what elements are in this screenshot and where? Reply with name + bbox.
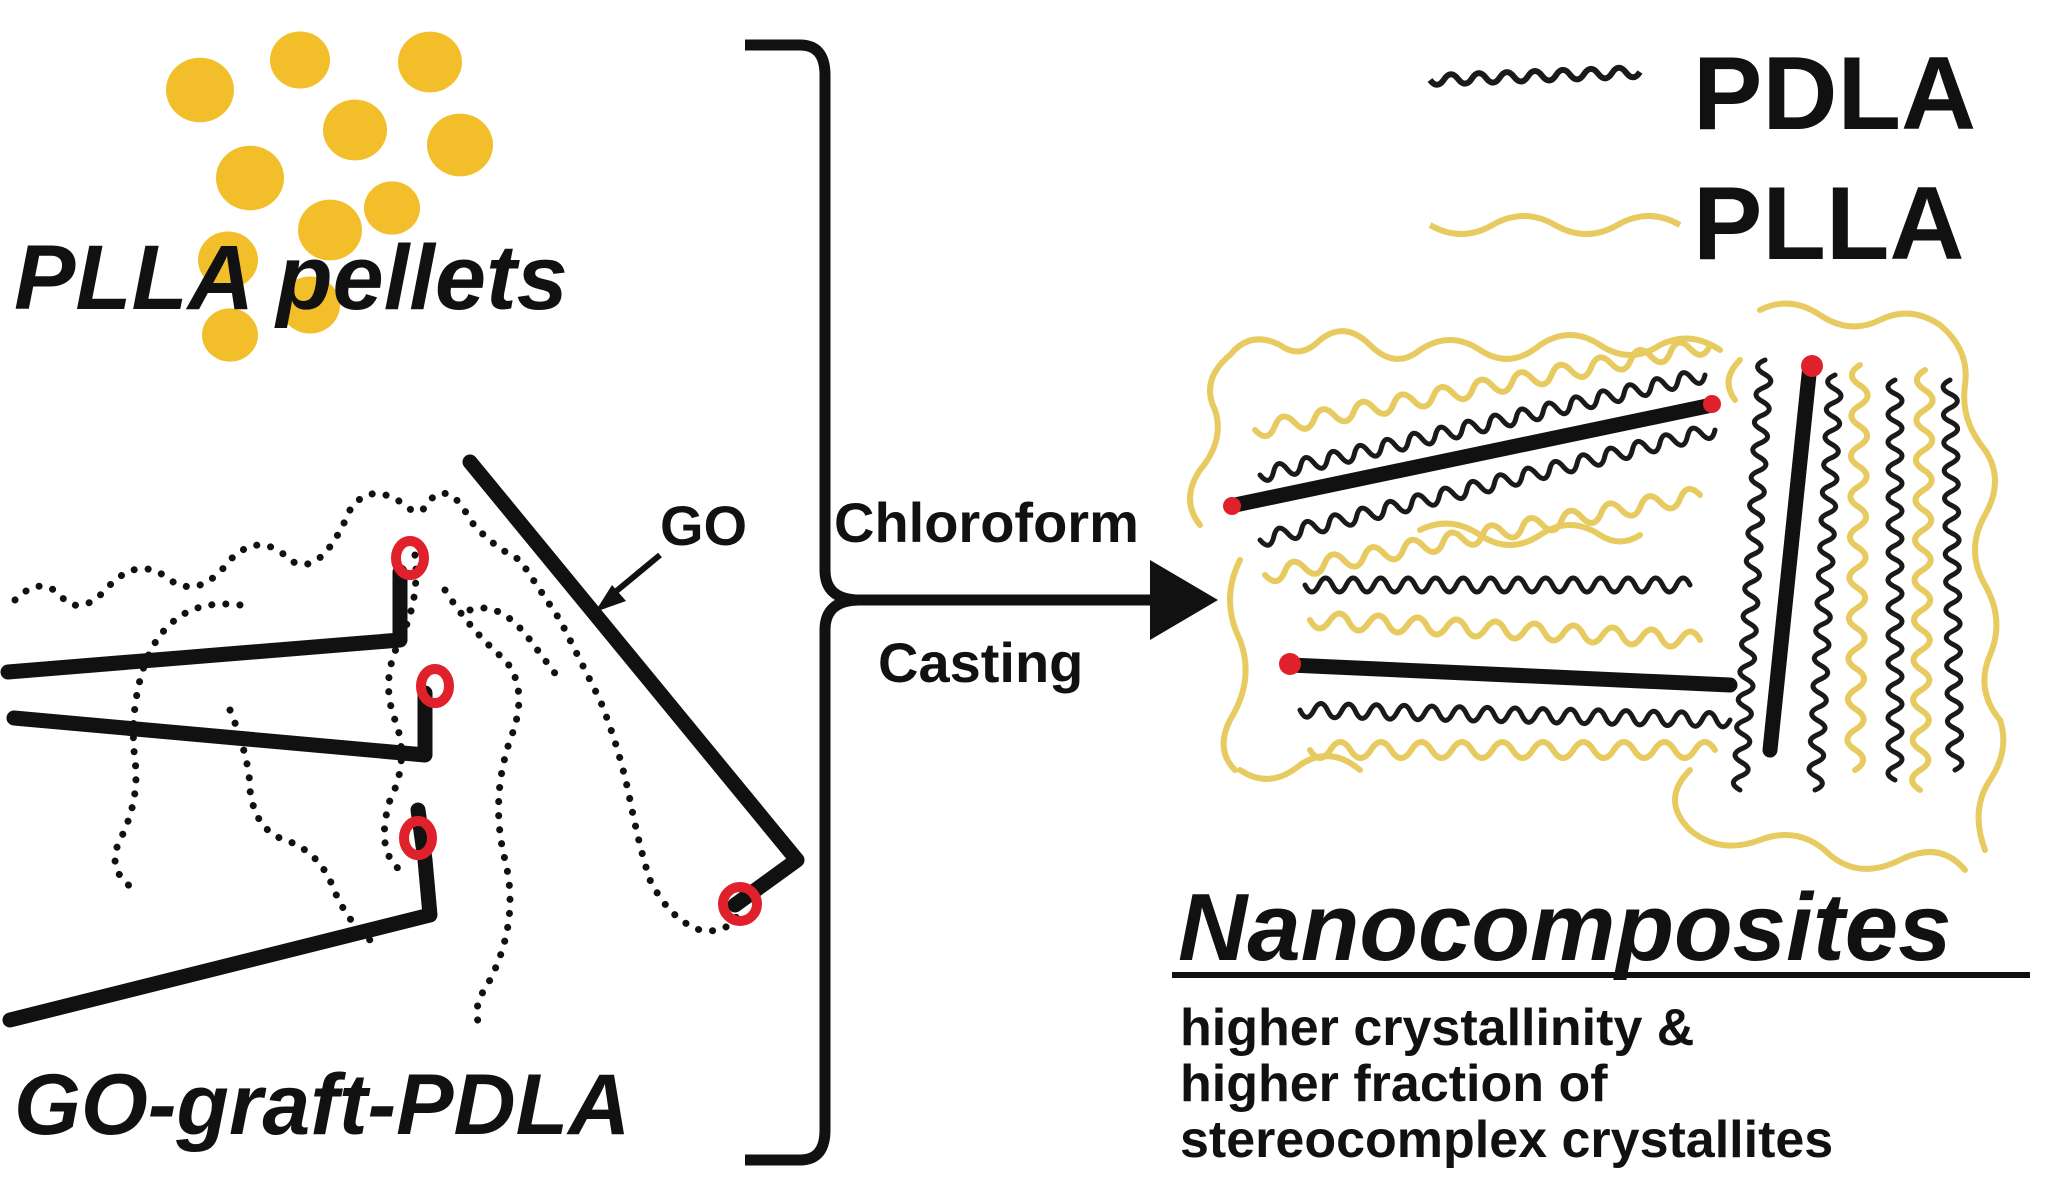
pdla-chain [1730,357,1774,793]
graft-point [1801,355,1823,377]
pdla-chain [1806,372,1844,793]
plla-chain [1909,367,1936,793]
pdla-chain [1257,370,1708,483]
plla-chain [1262,485,1703,585]
graft-point [391,536,429,580]
curly-brace [745,39,861,1166]
graft-point [1279,653,1301,675]
pdla-dotted-chain [466,604,564,684]
go-pointer-arrowhead [595,585,626,612]
pdla-legend-swatch [1427,64,1643,88]
description-line: higher fraction of [1180,1055,1608,1114]
pdla-dotted-chain [111,600,244,894]
process-arrow-head [1150,560,1218,640]
pdla-chain [1302,575,1693,595]
plla-chain [1307,739,1718,761]
plla-pellet [364,181,420,235]
pdla-legend-label: PDLA [1693,36,1977,152]
go-sheet [2,852,438,1028]
graft-point [718,882,762,926]
graft-point [1223,497,1241,515]
plla-pellet [280,276,340,334]
pdla-dotted-chain [11,489,744,935]
casting-label: Casting [878,631,1084,694]
go-sheet [1282,657,1738,693]
plla-pellets-label: PLLA pellets [14,227,568,329]
go-sheet [1227,397,1720,513]
plla-chain [1672,767,1968,873]
pdla-dotted-chain [226,706,374,944]
plla-chain [1844,362,1871,773]
plla-pellet [298,199,362,261]
plla-chain [1417,520,1643,548]
pdla-dotted-chain [441,586,523,1029]
plla-pellet [323,99,387,161]
pdla-chain [1940,377,1965,773]
plla-pellet [270,31,330,89]
go-sheet [6,685,433,763]
go-label: GO [660,494,748,557]
pdla-chain [1297,701,1733,730]
nanocomposite-structure [1187,300,2007,873]
pdla-dotted-chain [380,551,420,874]
plla-chain [1187,352,1233,528]
plla-legend-swatch [1428,213,1682,237]
plla-chain [1237,753,1363,782]
plla-chain [1307,610,1703,650]
graft-point [416,664,454,708]
plla-pellet [198,231,258,289]
plla-chain [1725,357,1743,403]
graft-point [399,816,437,860]
plla-pellet [216,145,284,211]
chloroform-label: Chloroform [834,491,1139,554]
go-graft-pdla-label: GO-graft-PDLA [14,1057,631,1153]
plla-pellet [202,308,258,362]
description-line: higher crystallinity & [1180,999,1695,1057]
pdla-chain [1885,377,1905,783]
plla-chain [1757,300,2007,853]
plla-pellet [398,31,462,93]
plla-chain [1220,557,1249,773]
go-graft-pdla-assembly [0,454,805,1029]
go-sheet [0,564,408,680]
nanocomposites-description: higher crystallinity & higher fraction o… [1180,999,1834,1170]
plla-pellet [166,57,234,123]
graft-point [1703,395,1721,413]
nanocomposites-title: Nanocomposites [1178,874,1952,981]
plla-pellet [427,113,493,177]
description-line: stereocomplex crystallites [1180,1111,1834,1170]
go-sheet [462,454,805,913]
pdla-chain [1257,425,1718,548]
plla-pellets-cluster [166,31,493,362]
go-sheet [1762,357,1818,758]
plla-legend-label: PLLA [1693,166,1965,282]
plla-chain [1252,339,1713,440]
